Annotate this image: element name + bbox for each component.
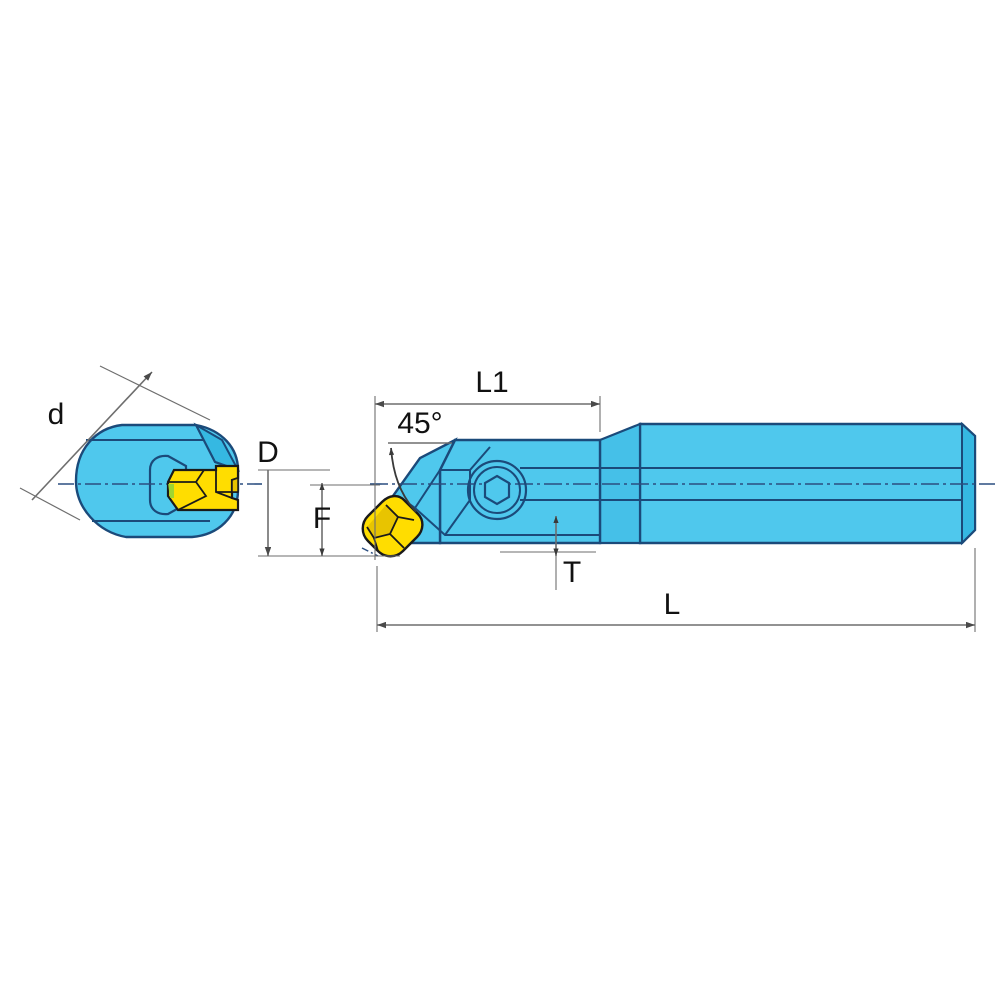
clamp-screw-mid-circle bbox=[473, 466, 521, 514]
end-view-insert-facet-b bbox=[177, 481, 208, 511]
end-view-group: d bbox=[19, 365, 262, 539]
dimension-d-extension-upper bbox=[99, 365, 211, 421]
dimension-d-extension-lower bbox=[19, 487, 81, 521]
dimension-label-T: T bbox=[563, 556, 581, 589]
side-view-shank-end-chamfer bbox=[961, 421, 976, 546]
side-view-head-facet-upper bbox=[438, 439, 491, 471]
end-view-insert-tip-shade bbox=[231, 476, 239, 493]
dimension-label-D: D bbox=[257, 436, 279, 469]
dimension-label-L1: L1 bbox=[475, 366, 508, 399]
dimension-label-L: L bbox=[664, 588, 681, 621]
dimension-label-F: F bbox=[313, 502, 331, 535]
cutting-insert-facet-b bbox=[397, 516, 415, 521]
cutting-insert-facet-c bbox=[389, 533, 405, 549]
end-view-insert-edge-highlight bbox=[168, 484, 174, 498]
angle-45-arc-leader bbox=[388, 447, 417, 513]
dimension-label-angle-45: 45° bbox=[397, 407, 442, 440]
dimension-d-line bbox=[31, 371, 153, 501]
side-view-group bbox=[361, 421, 995, 558]
cutting-insert-tip-centerline bbox=[361, 547, 379, 557]
dimension-label-d: d bbox=[48, 398, 65, 431]
end-view-insert-main bbox=[166, 464, 240, 512]
dimension-annotations-group: L1 45° D F T L bbox=[257, 366, 976, 632]
clamp-screw-outer-circle bbox=[466, 459, 528, 521]
clamp-screw-hex-socket bbox=[483, 474, 511, 506]
